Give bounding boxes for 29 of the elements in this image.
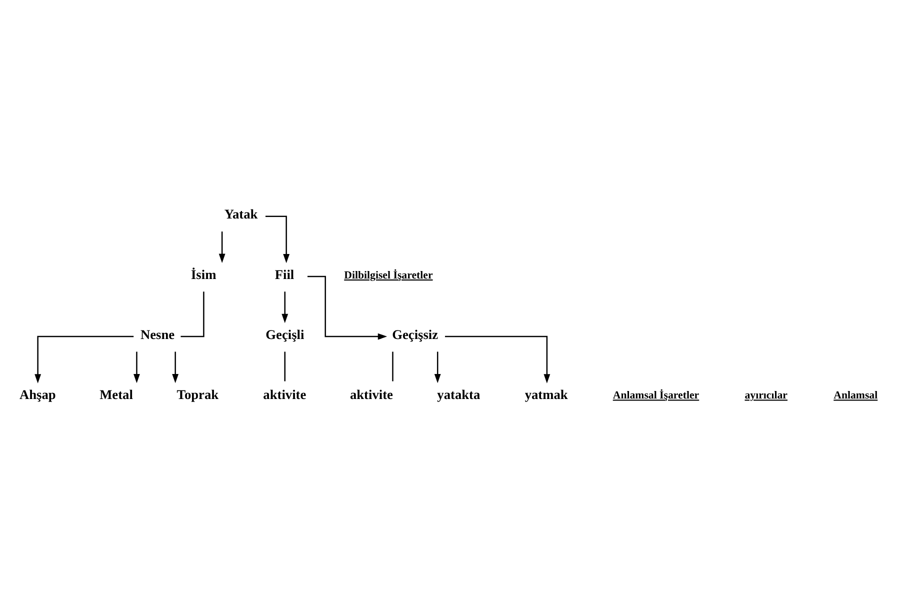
node-text: Fiil: [274, 266, 294, 282]
node-text: yatmak: [524, 386, 568, 402]
node-text: Nesne: [140, 326, 175, 342]
label: Dilbilgisel İşaretler: [344, 269, 433, 282]
label: ayırıcılar: [744, 390, 788, 402]
node-text: İsim: [190, 266, 216, 282]
label: Anlamsal İşaretler: [612, 390, 700, 402]
arrow: [134, 352, 140, 384]
connector: [392, 352, 394, 382]
label: Anlamsal: [834, 390, 878, 402]
arrow: [282, 292, 288, 324]
arrow: [218, 232, 226, 263]
node-text: aktivite: [350, 386, 393, 402]
node-text: aktivite: [263, 386, 306, 402]
node-text: Ahşap: [19, 386, 56, 402]
arrow: [445, 336, 550, 384]
node-text: Geçişsiz: [392, 326, 438, 342]
connector: [180, 292, 204, 338]
arrow: [265, 216, 290, 264]
node-text: Yatak: [224, 206, 258, 222]
connector: [284, 352, 286, 382]
arrow: [307, 276, 388, 340]
arrow: [34, 336, 134, 384]
arrow: [434, 352, 441, 384]
node-text: Metal: [100, 386, 133, 402]
node-text: Geçişli: [266, 326, 304, 342]
node-text: yatakta: [437, 386, 480, 402]
node-text: Toprak: [176, 386, 219, 402]
arrow: [172, 352, 179, 384]
